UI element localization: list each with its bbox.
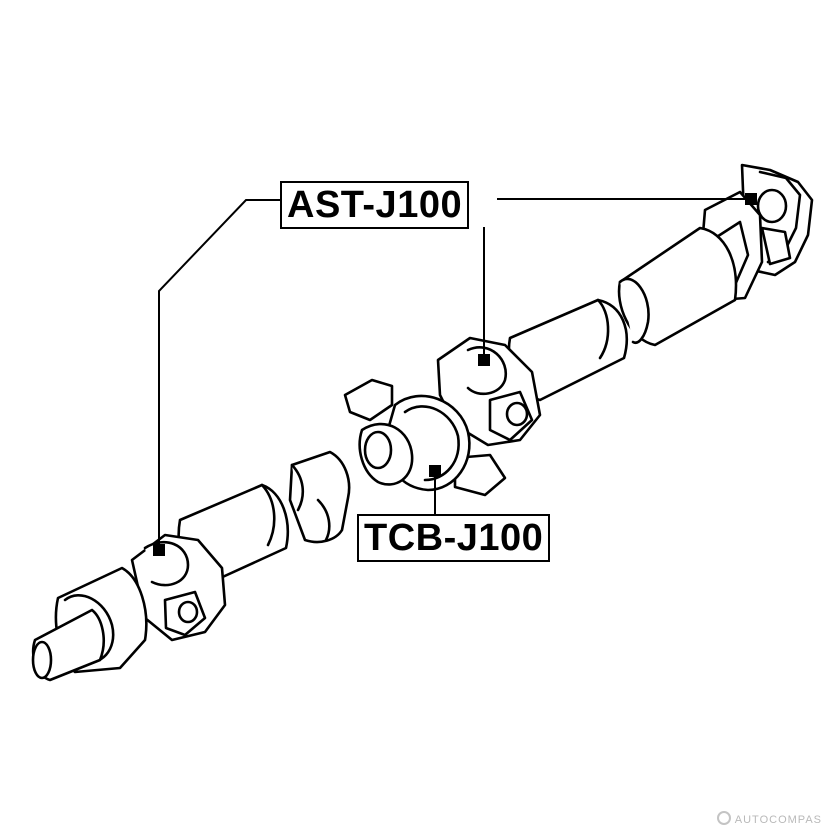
front-shaft-tube bbox=[177, 450, 351, 587]
watermark-text: AUTOCOMPAS bbox=[734, 814, 822, 826]
leader-markers bbox=[153, 193, 757, 556]
front-universal-joint bbox=[31, 533, 227, 682]
rear-shaft-tube bbox=[617, 226, 738, 347]
center-support-bearing bbox=[343, 378, 507, 497]
marker-rear-joint bbox=[745, 193, 757, 205]
watermark: AUTOCOMPAS bbox=[716, 811, 822, 826]
part-label-tcb: TCB-J100 bbox=[357, 514, 551, 562]
part-label-ast: AST-J100 bbox=[280, 181, 470, 229]
marker-front-joint bbox=[153, 544, 165, 556]
leader-lines bbox=[158, 198, 750, 548]
watermark-logo-icon bbox=[716, 811, 731, 825]
leader-ast-front bbox=[158, 199, 280, 548]
marker-support-bearing bbox=[429, 465, 441, 477]
marker-center-joint bbox=[478, 354, 490, 366]
